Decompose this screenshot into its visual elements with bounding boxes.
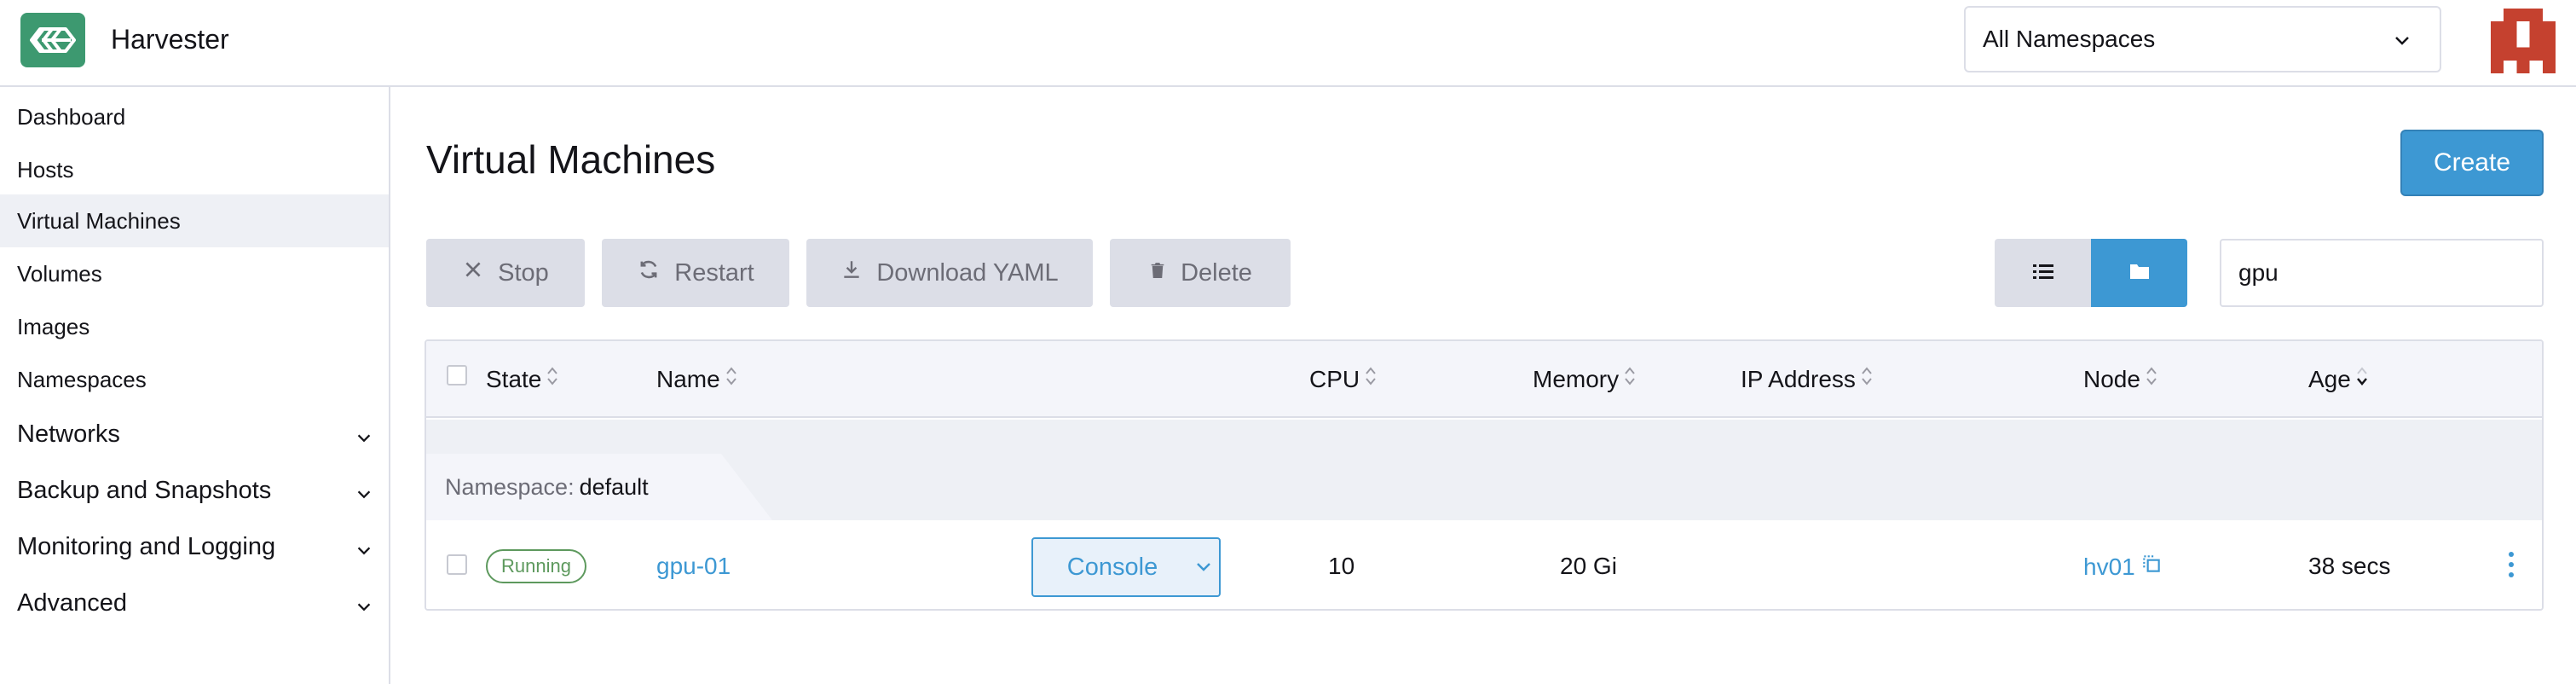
harvester-logo-icon[interactable]: [20, 13, 85, 67]
column-header-label: Node: [2083, 365, 2140, 392]
sidebar: Dashboard Hosts Virtual Machines Volumes…: [0, 87, 390, 684]
column-header-node[interactable]: Node: [2083, 365, 2157, 393]
sidebar-group-label: Monitoring and Logging: [17, 532, 276, 560]
sidebar-item-images[interactable]: Images: [17, 313, 90, 339]
stop-button[interactable]: Stop: [426, 239, 585, 307]
refresh-icon: [637, 258, 661, 288]
column-header-cpu[interactable]: CPU: [1309, 365, 1377, 393]
sidebar-group-backup-and-snapshots[interactable]: Backup and Snapshots: [0, 464, 389, 517]
vm-table: State Name CPU Memory IP Address Node Ag…: [425, 339, 2544, 611]
top-header: Harvester All Namespaces: [0, 0, 2576, 87]
sidebar-group-label: Advanced: [17, 588, 127, 617]
namespace-select[interactable]: All Namespaces: [1964, 6, 2441, 72]
delete-button[interactable]: Delete: [1110, 239, 1291, 307]
sort-icon: [1365, 365, 1377, 393]
sidebar-item-hosts[interactable]: Hosts: [17, 156, 74, 183]
app-title: Harvester: [111, 24, 229, 55]
node-link[interactable]: hv01: [2083, 553, 2135, 580]
chevron-down-icon[interactable]: [1193, 556, 1214, 584]
table-row: Running gpu-01 Console 10 20 Gi hv01 38 …: [426, 520, 2542, 609]
column-header-label: Name: [656, 365, 720, 392]
more-actions-icon[interactable]: [2503, 548, 2520, 588]
chevron-down-icon: [355, 595, 373, 623]
memory-value: 20 Gi: [1560, 553, 1617, 579]
download-yaml-button-label: Download YAML: [876, 258, 1059, 287]
sidebar-item-virtual-machines[interactable]: Virtual Machines: [0, 194, 389, 247]
list-icon: [2031, 261, 2055, 286]
console-button[interactable]: Console: [1031, 537, 1221, 597]
view-toggle: [1995, 239, 2187, 307]
table-header: State Name CPU Memory IP Address Node Ag…: [426, 341, 2542, 418]
row-select-checkbox[interactable]: [447, 554, 467, 575]
folder-icon: [2128, 262, 2151, 285]
delete-button-label: Delete: [1181, 258, 1252, 287]
sidebar-item-volumes[interactable]: Volumes: [17, 260, 102, 287]
user-avatar[interactable]: [2491, 9, 2556, 73]
chevron-down-icon: [2392, 30, 2412, 57]
status-badge: Running: [486, 549, 586, 583]
restart-button-label: Restart: [674, 258, 754, 287]
sort-icon: [1624, 365, 1636, 393]
column-header-ip-address[interactable]: IP Address: [1741, 365, 1873, 393]
page-title: Virtual Machines: [426, 137, 716, 182]
search-input[interactable]: [2220, 239, 2544, 307]
namespace-group-label: Namespace: default: [426, 454, 772, 520]
sidebar-group-monitoring-and-logging[interactable]: Monitoring and Logging: [0, 520, 389, 573]
copy-icon[interactable]: [2140, 553, 2163, 581]
chevron-down-icon: [355, 483, 373, 511]
group-by-namespace-button[interactable]: [2091, 239, 2187, 307]
age-value: 38 secs: [2308, 553, 2391, 579]
column-header-age[interactable]: Age: [2308, 365, 2368, 393]
sidebar-item-namespaces[interactable]: Namespaces: [17, 366, 147, 392]
close-icon: [462, 258, 484, 287]
sort-icon: [1861, 365, 1873, 393]
restart-button[interactable]: Restart: [602, 239, 789, 307]
namespace-group: Namespace: default: [426, 420, 2542, 520]
download-yaml-button[interactable]: Download YAML: [806, 239, 1093, 307]
sidebar-group-label: Networks: [17, 420, 120, 448]
namespace-group-value: default: [579, 473, 649, 500]
download-icon: [840, 258, 863, 287]
chevron-down-icon: [355, 539, 373, 567]
namespace-select-value: All Namespaces: [1983, 26, 2156, 52]
trash-icon: [1148, 259, 1167, 287]
namespace-group-prefix: Namespace:: [445, 473, 575, 500]
console-button-label: Console: [1066, 553, 1158, 581]
cpu-value: 10: [1328, 553, 1355, 579]
node-cell: hv01: [2083, 553, 2163, 581]
column-header-label: Memory: [1533, 365, 1620, 392]
create-button[interactable]: Create: [2400, 130, 2544, 196]
list-view-button[interactable]: [1995, 239, 2091, 307]
sidebar-item-dashboard[interactable]: Dashboard: [17, 103, 126, 130]
column-header-label: IP Address: [1741, 365, 1856, 392]
column-header-label: CPU: [1309, 365, 1360, 392]
sort-icon: [546, 365, 558, 393]
sidebar-group-label: Backup and Snapshots: [17, 476, 272, 504]
sort-icon: [725, 365, 737, 393]
column-header-label: Age: [2308, 365, 2351, 392]
sort-descending-icon: [2356, 365, 2368, 393]
chevron-down-icon: [355, 426, 373, 455]
column-header-name[interactable]: Name: [656, 365, 737, 393]
stop-button-label: Stop: [498, 258, 549, 287]
sort-icon: [2146, 365, 2157, 393]
sidebar-group-advanced[interactable]: Advanced: [0, 577, 389, 629]
column-header-state[interactable]: State: [486, 365, 558, 393]
column-header-label: State: [486, 365, 542, 392]
column-header-memory[interactable]: Memory: [1533, 365, 1636, 393]
select-all-checkbox[interactable]: [447, 365, 467, 385]
sidebar-group-networks[interactable]: Networks: [0, 408, 389, 461]
vm-name-link[interactable]: gpu-01: [656, 553, 731, 579]
